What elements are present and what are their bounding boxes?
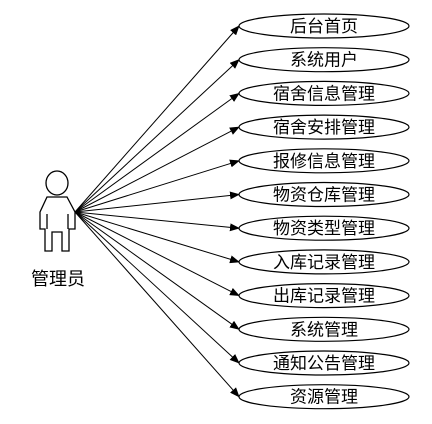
use-case-label: 宿舍信息管理 xyxy=(273,84,375,104)
use-case-label: 入库记录管理 xyxy=(273,253,375,273)
association-arrow xyxy=(74,211,240,330)
use-case-label: 通知公告管理 xyxy=(273,354,375,374)
use-case-ellipse xyxy=(238,80,410,107)
use-case-ellipse xyxy=(238,114,410,140)
use-case: 宿舍安排管理 xyxy=(238,114,410,140)
use-case-ellipse xyxy=(238,283,410,309)
association-lines xyxy=(74,25,240,398)
association-arrow xyxy=(74,191,240,213)
association-arrow xyxy=(74,25,240,213)
use-case-label: 资源管理 xyxy=(290,388,358,408)
use-case-ellipse xyxy=(238,47,410,73)
association-arrow xyxy=(74,211,240,264)
use-case-ellipse xyxy=(238,316,410,342)
association-arrow xyxy=(74,126,240,213)
use-case: 后台首页 xyxy=(238,13,410,39)
use-case-label: 系统管理 xyxy=(290,320,358,340)
use-case: 物资仓库管理 xyxy=(238,181,410,208)
use-case-ellipse xyxy=(238,215,410,241)
use-case-ellipse xyxy=(238,13,410,39)
use-case-label: 后台首页 xyxy=(290,17,358,37)
use-case: 系统管理 xyxy=(238,316,410,342)
use-case: 通知公告管理 xyxy=(238,350,410,376)
use-case: 资源管理 xyxy=(238,384,410,410)
use-case: 入库记录管理 xyxy=(238,249,410,275)
use-case-label: 系统用户 xyxy=(290,51,358,71)
use-case-ellipse xyxy=(238,350,410,376)
association-arrow xyxy=(74,92,240,213)
use-case-label: 宿舍安排管理 xyxy=(273,118,375,138)
use-case-label: 出库记录管理 xyxy=(273,287,375,307)
actor-figure xyxy=(39,170,76,252)
use-case: 报修信息管理 xyxy=(238,148,410,174)
use-case-nodes: 后台首页系统用户宿舍信息管理宿舍安排管理报修信息管理物资仓库管理物资类型管理入库… xyxy=(238,13,410,410)
use-case-ellipse xyxy=(238,249,410,275)
actor-label: 管理员 xyxy=(31,269,85,290)
use-case-label: 物资仓库管理 xyxy=(273,186,375,206)
use-case-ellipse xyxy=(238,148,410,174)
use-case: 出库记录管理 xyxy=(238,283,410,309)
use-case: 宿舍信息管理 xyxy=(238,80,410,107)
association-arrow xyxy=(74,59,240,213)
actor-head xyxy=(45,170,69,196)
use-case: 物资类型管理 xyxy=(238,215,410,241)
use-case-ellipse xyxy=(238,181,410,208)
association-arrow xyxy=(74,211,240,297)
association-arrow xyxy=(74,211,240,364)
association-arrow xyxy=(74,211,240,232)
use-case-label: 物资类型管理 xyxy=(273,219,375,239)
use-case-ellipse xyxy=(238,384,410,410)
association-arrow xyxy=(74,211,240,398)
association-arrow xyxy=(74,159,240,213)
use-case-label: 报修信息管理 xyxy=(273,152,375,172)
actor-body xyxy=(39,196,76,252)
use-case: 系统用户 xyxy=(238,47,410,73)
